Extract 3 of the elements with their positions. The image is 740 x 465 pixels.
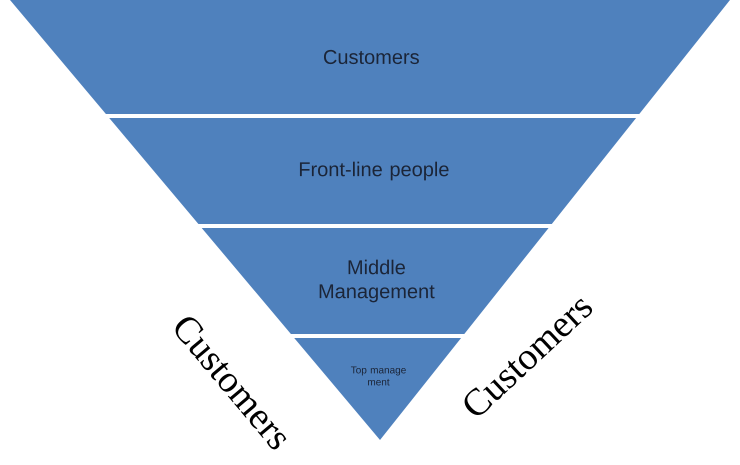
pyramid-band: Customers <box>10 0 730 114</box>
pyramid-band: Front-line people <box>109 118 636 224</box>
pyramid-band: Top manage ment <box>294 338 462 440</box>
